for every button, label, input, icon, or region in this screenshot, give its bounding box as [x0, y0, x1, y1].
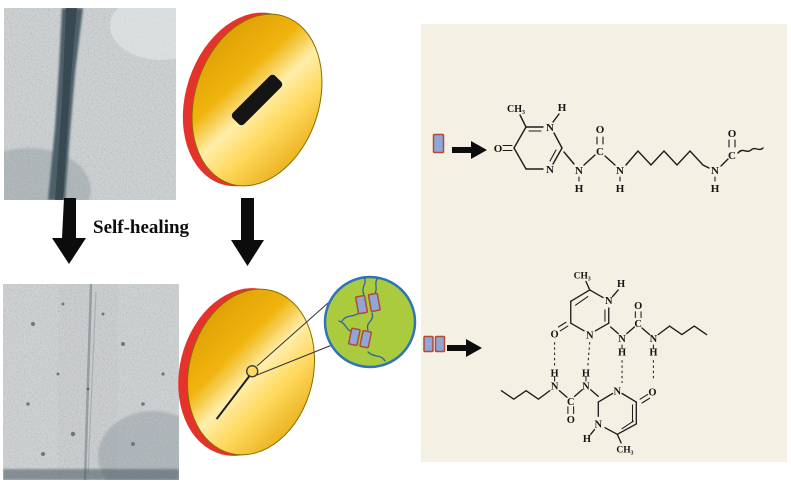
upy-bottom-unit — [500, 375, 651, 444]
scratched-disc — [182, 12, 323, 187]
atom-label-o: O — [634, 301, 642, 312]
atom-label-n: N — [586, 330, 594, 341]
bottom-dark-band — [3, 469, 179, 480]
atom-label-n: N — [618, 334, 626, 345]
butyl-chain — [500, 389, 551, 401]
reaction-right-arrow-icon — [447, 339, 482, 357]
healed-disc — [178, 288, 315, 456]
atom-label-o: O — [596, 124, 605, 136]
atom-label-h: H — [617, 279, 625, 290]
reaction-right-arrow-icon — [452, 141, 487, 159]
atom-label-h: H — [575, 183, 584, 195]
atom-label-o: O — [567, 415, 575, 426]
atom-label-h: H — [649, 348, 657, 359]
disc-scene — [178, 12, 417, 456]
crack-core — [55, 8, 77, 200]
healed-seam — [83, 284, 93, 480]
pyrimidinone-ring — [502, 113, 563, 170]
micrograph-scratched — [4, 8, 176, 200]
atom-label-o: O — [551, 329, 559, 340]
magnifier-cone-line — [256, 344, 333, 376]
atom-label-n: N — [711, 165, 719, 177]
atom-label-h: H — [558, 102, 567, 114]
upy-top-unit — [557, 280, 708, 350]
healed-seam-faint — [87, 291, 97, 475]
self-healing-label: Self-healing — [93, 217, 190, 238]
atom-label-h: H — [616, 183, 625, 195]
upy-dimer-pair — [355, 292, 381, 315]
shadow-blotch — [98, 411, 179, 480]
atom-label-h: H — [551, 368, 559, 379]
atom-label-n: N — [546, 164, 554, 176]
atom-label-o: O — [728, 128, 737, 140]
atom-label-c: C — [596, 146, 604, 158]
atom-label-n: N — [546, 122, 554, 134]
scar-focus-point — [246, 365, 259, 378]
atom-label-n: N — [605, 296, 613, 307]
atom-label-h: H — [583, 434, 591, 445]
polymer-squiggle — [737, 147, 764, 154]
upy-unit-legend-icon — [432, 133, 445, 154]
atom-label-h: H — [618, 348, 626, 359]
healed-scar-line — [215, 374, 252, 420]
atom-label-n: N — [614, 386, 622, 397]
upy-dimer-legend-icon — [423, 335, 446, 353]
shadow-blotch — [4, 148, 91, 200]
self-healing-down-arrow-icon — [52, 198, 86, 264]
butyl-chain — [657, 325, 708, 336]
atom-label-h: H — [582, 368, 590, 379]
amide-end — [714, 139, 764, 182]
atom-label-n: N — [650, 334, 658, 345]
scratch-mark — [231, 74, 283, 126]
atom-label-ch3: CH₃ — [574, 272, 591, 282]
magnifier-cone-line — [256, 302, 329, 367]
atom-label-n: N — [551, 382, 559, 393]
atom-label-c: C — [567, 397, 575, 408]
magnified-inset — [323, 275, 417, 369]
upy-dimer-pair — [347, 327, 373, 349]
atom-label-n: N — [595, 420, 603, 431]
atom-label-h: H — [711, 183, 720, 195]
hexyl-chain — [625, 149, 710, 169]
atom-label-n: N — [616, 165, 624, 177]
micrograph-healed — [3, 284, 179, 480]
atom-label-c: C — [728, 150, 736, 162]
upy-dimer-structure: CH₃ H N N O N H C O N H H N C O H N N O … — [500, 272, 708, 455]
atom-label-o: O — [494, 143, 503, 155]
urea-linker — [563, 136, 621, 182]
transformation-down-arrow-icon — [231, 198, 264, 266]
hydrogen-bonds — [554, 342, 654, 384]
atom-label-ch3: CH₃ — [616, 445, 633, 455]
atom-label-ch3: CH₃ — [507, 104, 525, 115]
highlight-blotch — [110, 8, 176, 60]
atom-label-c: C — [634, 319, 642, 330]
upy-monomer-structure: CH₃ H N N O N H C O N H N H C O — [494, 102, 764, 195]
chemistry-panel: CH₃ H N N O N H C O N H N H C O — [421, 24, 787, 462]
atom-label-o: O — [648, 387, 656, 398]
atom-label-n: N — [575, 165, 583, 177]
atom-label-n: N — [582, 382, 590, 393]
